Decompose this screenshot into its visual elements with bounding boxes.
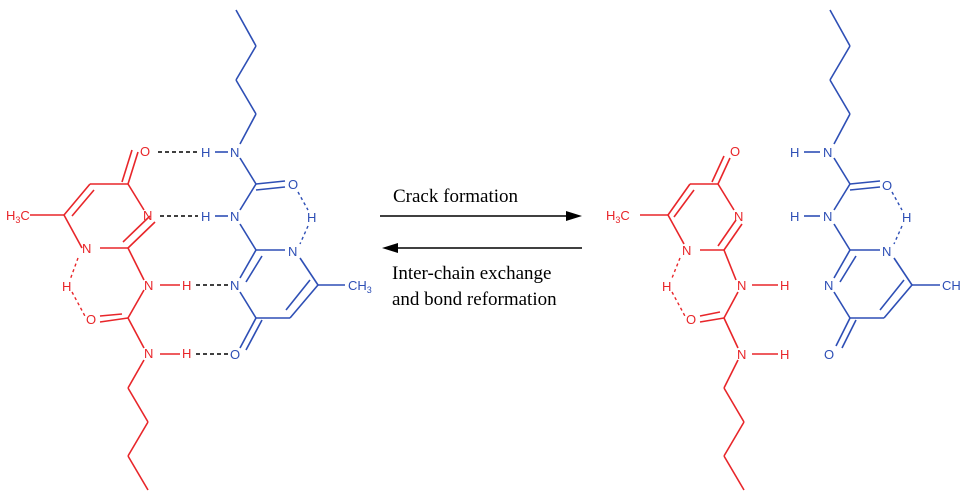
atom-n: N <box>230 209 239 224</box>
atom-o: O <box>86 312 96 327</box>
atom-h: H <box>201 209 210 224</box>
equilibrium-arrows: Crack formation Inter-chain exchange and… <box>380 186 582 310</box>
atom-o: O <box>730 144 740 159</box>
atom-n: N <box>230 145 239 160</box>
atom-n: N <box>737 278 746 293</box>
atom-o: O <box>882 178 892 193</box>
atom-h: H <box>780 347 789 362</box>
atom-n: N <box>737 347 746 362</box>
atom-o: O <box>288 177 298 192</box>
blue-unit-left-bonds <box>215 9 345 351</box>
atom-o: O <box>230 347 240 362</box>
methyl-group: H3C <box>606 208 630 225</box>
atom-h: H <box>790 209 799 224</box>
blue-unit-right-dashed <box>891 191 903 245</box>
reverse-arrow-label-line2: and bond reformation <box>392 289 557 310</box>
reverse-arrow-label-line1: Inter-chain exchange <box>392 263 551 284</box>
red-unit-right-bonds <box>640 155 778 491</box>
atom-n: N <box>734 209 743 224</box>
atom-h: H <box>790 145 799 160</box>
methyl-group: H3C <box>6 208 30 225</box>
atom-n: N <box>824 278 833 293</box>
atom-h: H <box>662 279 671 294</box>
atom-n: N <box>143 208 152 223</box>
blue-unit-right-bonds <box>804 9 940 349</box>
forward-arrow-label: Crack formation <box>393 186 519 207</box>
red-unit-left-dashed <box>69 257 87 319</box>
red-unit-left-bonds <box>30 149 180 491</box>
methyl-group: CH <box>942 278 961 293</box>
atom-h: H <box>201 145 210 160</box>
atom-n: N <box>682 243 691 258</box>
atom-n: N <box>144 346 153 361</box>
atom-n: N <box>882 244 891 259</box>
atom-h: H <box>182 346 191 361</box>
blue-unit-right-atoms: H N O H N H N N CH O <box>790 145 961 362</box>
atom-n: N <box>144 278 153 293</box>
atom-n: N <box>823 209 832 224</box>
atom-h: H <box>780 278 789 293</box>
blue-unit-left-atoms: H N O H N H N N CH3 O <box>201 145 372 362</box>
red-unit-right-atoms: O N N H N H O N H H3C <box>606 144 789 362</box>
atom-n: N <box>288 244 297 259</box>
atom-h: H <box>62 279 71 294</box>
methyl-group: CH3 <box>348 278 372 295</box>
separated-units: O N N H N H O N H H3C <box>606 9 961 491</box>
atom-h: H <box>182 278 191 293</box>
dimer-complex: O N N H N H O N H H3C H N O H N H N N CH… <box>6 9 372 491</box>
atom-o: O <box>824 347 834 362</box>
interunit-hydrogen-bonds <box>158 151 230 355</box>
reverse-arrowhead <box>382 243 398 253</box>
atom-n: N <box>230 278 239 293</box>
atom-n: N <box>823 145 832 160</box>
forward-arrowhead <box>566 211 582 221</box>
atom-o: O <box>140 144 150 159</box>
atom-h: H <box>307 210 316 225</box>
red-unit-right-dashed <box>671 257 687 319</box>
red-unit-left-atoms: O N N H N H O N H H3C <box>6 144 191 361</box>
atom-h: H <box>902 210 911 225</box>
atom-o: O <box>686 312 696 327</box>
atom-n: N <box>82 241 91 256</box>
